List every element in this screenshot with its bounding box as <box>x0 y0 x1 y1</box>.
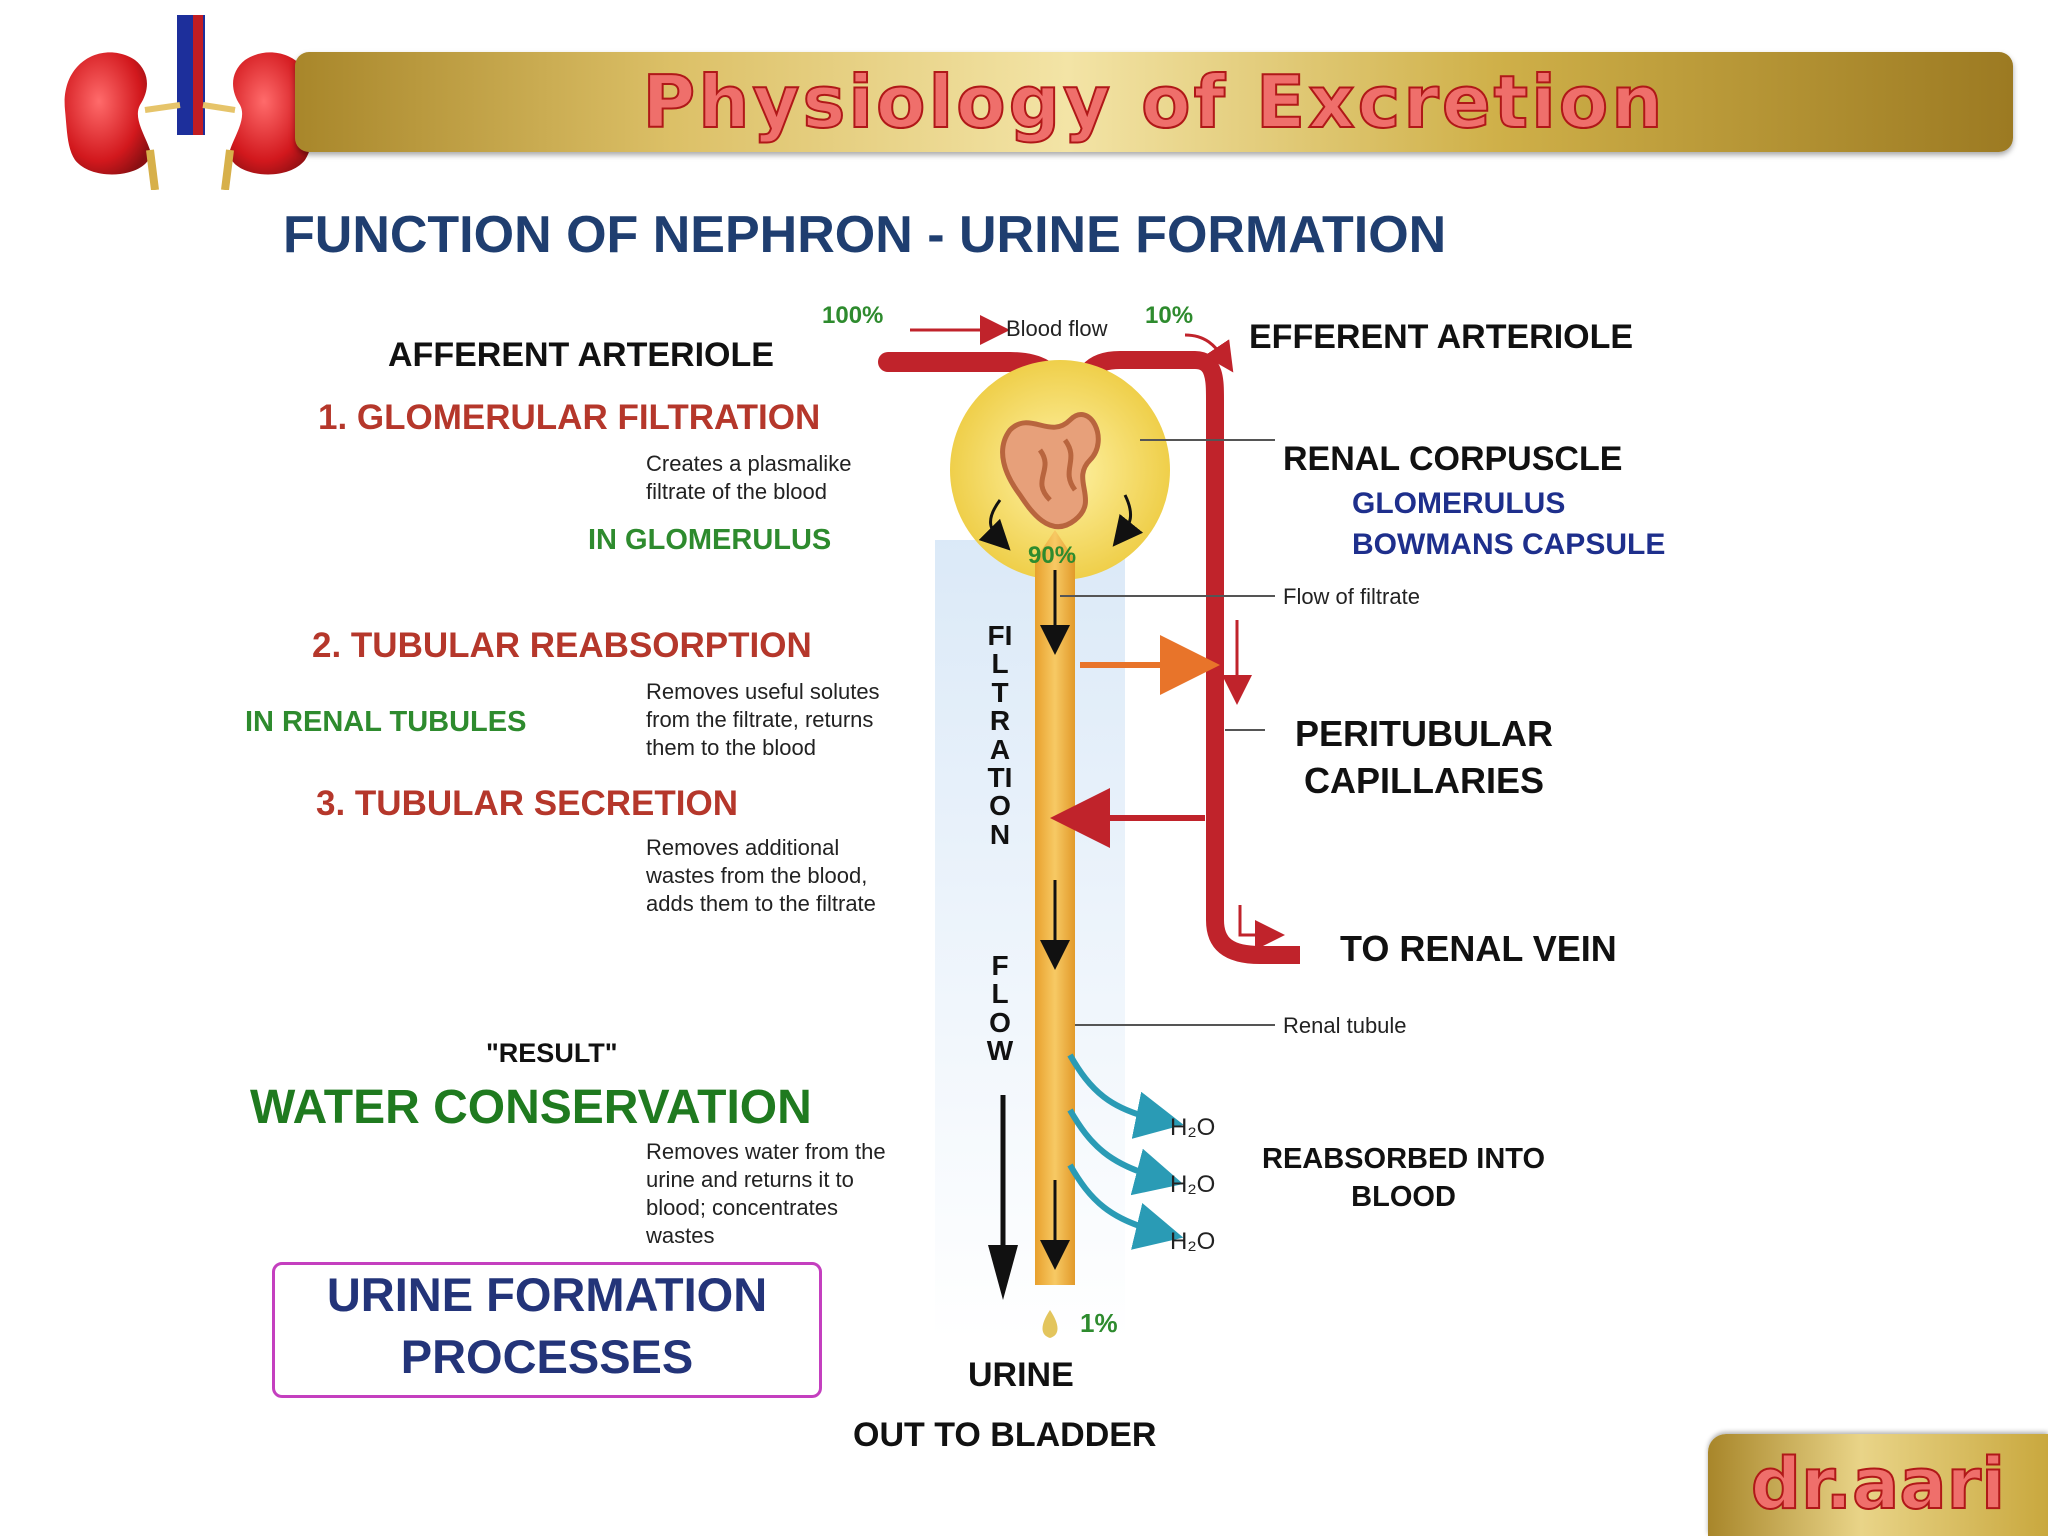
flow-vertical-label: FLOW <box>986 950 1014 1067</box>
h2o-label-3: H₂O <box>1170 1228 1216 1255</box>
author-badge <box>1708 1434 2048 1536</box>
bowmans-capsule-label: BOWMANS CAPSULE <box>1352 528 1666 561</box>
tubular-reabsorption-heading: 2. TUBULAR REABSORPTION <box>312 626 812 665</box>
blood-flow-label: Blood flow <box>1006 316 1108 341</box>
urine-label: URINE <box>968 1356 1074 1394</box>
author-name: dr.aari <box>1750 1442 2006 1526</box>
afferent-arteriole-label: AFFERENT ARTERIOLE <box>388 336 774 374</box>
filtrate-90-pct: 90% <box>1028 542 1077 569</box>
diagram-title: FUNCTION OF NEPHRON - URINE FORMATION <box>283 206 1447 264</box>
in-renal-tubules-label: IN RENAL TUBULES <box>245 706 527 738</box>
out-to-bladder-label: OUT TO BLADDER <box>853 1416 1157 1454</box>
in-glomerulus-label: IN GLOMERULUS <box>588 524 832 556</box>
filtration-vertical-label: FILTRATION <box>987 620 1013 850</box>
tubule-halo <box>935 540 1125 1340</box>
kidney-icon <box>55 10 325 191</box>
glomerular-filtration-heading: 1. GLOMERULAR FILTRATION <box>318 398 821 437</box>
glomerulus-label: GLOMERULUS <box>1352 487 1566 520</box>
renal-corpuscle-label: RENAL CORPUSCLE <box>1283 440 1623 478</box>
page-title: Physiology of Excretion <box>642 59 1666 145</box>
efferent-arteriole-label: EFFERENT ARTERIOLE <box>1249 318 1634 356</box>
urine-formation-box <box>272 1262 822 1398</box>
urine-1-pct: 1% <box>1080 1308 1118 1338</box>
result-label: "RESULT" <box>486 1038 618 1068</box>
tubular-secretion-heading: 3. TUBULAR SECRETION <box>316 784 738 823</box>
glomerulus-capillaries <box>1000 412 1101 530</box>
h2o-label-1: H₂O <box>1170 1114 1216 1141</box>
to-renal-vein-label: TO RENAL VEIN <box>1340 928 1617 969</box>
header-bar <box>295 52 2013 152</box>
blood-flow-100-pct: 100% <box>822 302 884 329</box>
water-conservation-heading: WATER CONSERVATION <box>250 1081 812 1134</box>
h2o-label-2: H₂O <box>1170 1171 1216 1198</box>
renal-tubule-label: Renal tubule <box>1283 1013 1407 1038</box>
flow-of-filtrate-label: Flow of filtrate <box>1283 584 1420 609</box>
blood-flow-10-pct: 10% <box>1145 302 1194 329</box>
